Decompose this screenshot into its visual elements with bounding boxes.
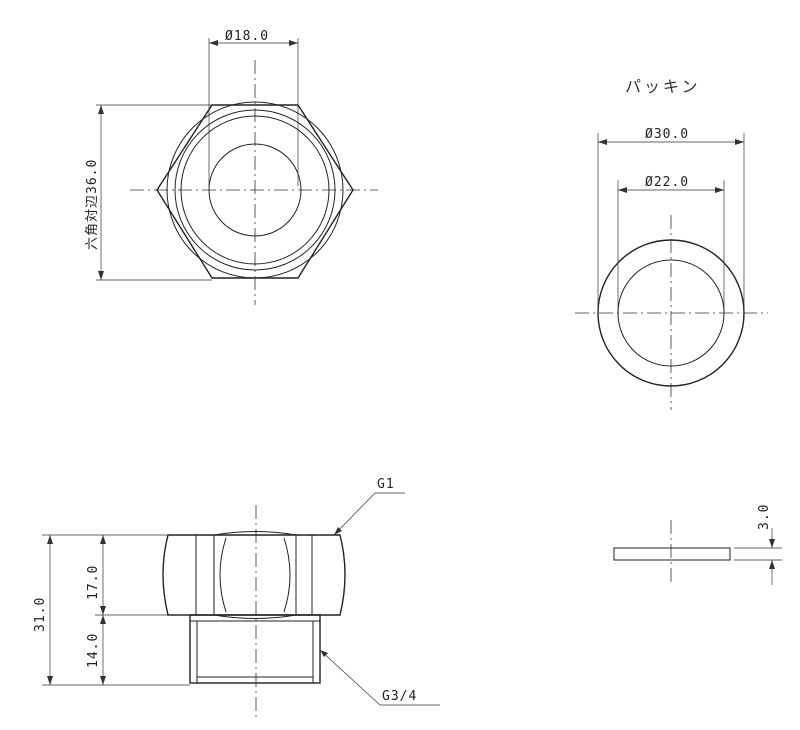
male-thread (189, 614, 321, 684)
hex-nut-body (162, 534, 346, 616)
upper-height-label: 17.0 (86, 565, 101, 600)
lower-height-label: 14.0 (86, 633, 101, 668)
seat-circle (180, 115, 330, 265)
bore-diameter-label: Ø18.0 (225, 29, 269, 44)
bore-circle (208, 143, 302, 237)
fitting-side-view: 31.0 17.0 14.0 G1 G3/4 (33, 477, 440, 720)
total-height-label: 31.0 (33, 597, 48, 632)
packing-top-view: パッキン Ø30.0 Ø22.0 (575, 77, 768, 410)
hex-chamfer-circle (166, 101, 344, 279)
across-flats-label: 六角対辺36.0 (85, 159, 100, 250)
thread-bottom-label: G3/4 (382, 689, 417, 704)
packing-thickness-label: 3.0 (757, 504, 772, 530)
packing-side-view: 3.0 (613, 504, 782, 585)
outer-thread-circle (174, 109, 336, 271)
packing-inner-label: Ø22.0 (645, 175, 689, 190)
packing-side-body (613, 547, 731, 561)
packing-title: パッキン (625, 77, 701, 96)
packing-outer-label: Ø30.0 (645, 127, 689, 142)
hex-fitting-top-view: Ø18.0 六角対辺36.0 (85, 29, 378, 305)
thread-top-label: G1 (377, 477, 395, 492)
